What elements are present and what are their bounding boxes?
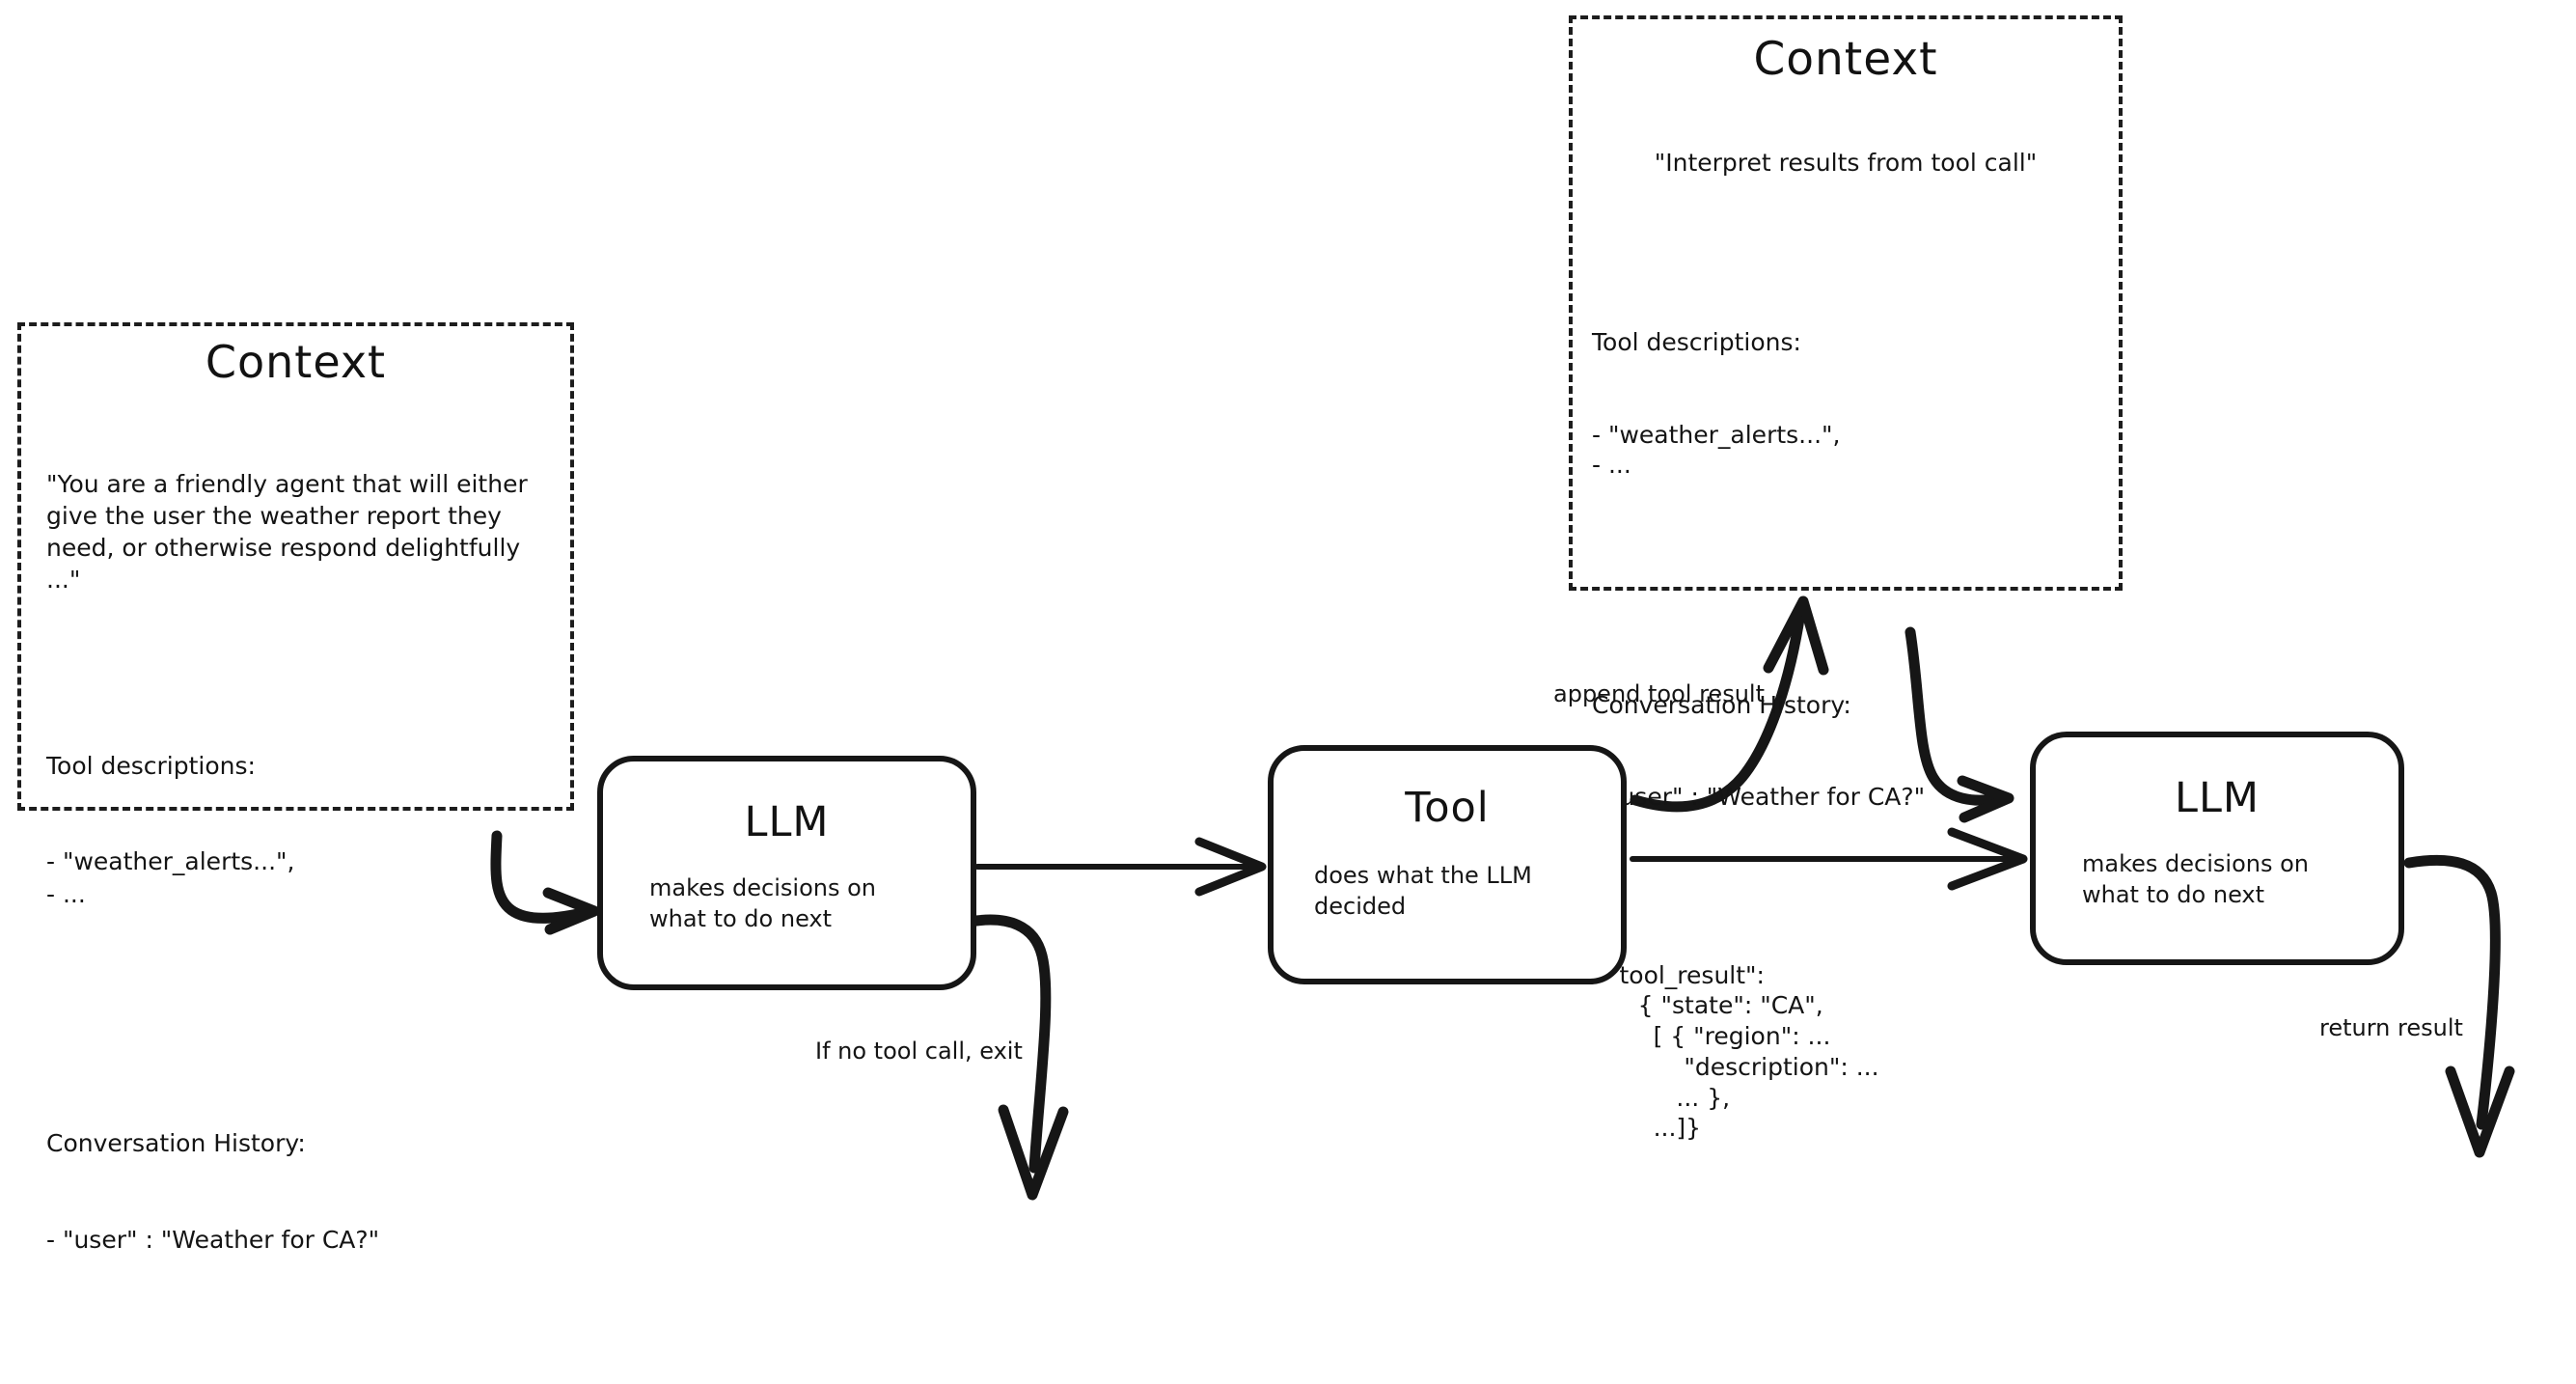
edge-label-return-result: return result bbox=[2319, 1014, 2463, 1041]
context-left-title: Context bbox=[205, 336, 387, 388]
node-llm-2[interactable]: LLM makes decisions on what to do next bbox=[2030, 732, 2404, 965]
node-llm-2-subtitle: makes decisions on what to do next bbox=[2082, 850, 2309, 908]
context-left-system-prompt: "You are a friendly agent that will eith… bbox=[46, 469, 535, 595]
context-right-conversation: Conversation History: - "user" : "Weathe… bbox=[1592, 628, 2099, 873]
diagram-canvas: .ink { fill: none; stroke: #161616; stro… bbox=[17, 15, 2515, 1254]
node-tool-title: Tool bbox=[1405, 784, 1490, 832]
edge-label-if-no-tool-call-exit: If no tool call, exit bbox=[815, 1038, 1023, 1065]
context-right-tool-descriptions: Tool descriptions: - "weather_alerts..."… bbox=[1592, 266, 2099, 542]
context-right-conversation-heading: Conversation History: bbox=[1592, 690, 1851, 719]
context-box-left: Context "You are a friendly agent that w… bbox=[17, 322, 574, 1254]
arrow-llm2-return bbox=[2403, 854, 2515, 1158]
context-left-conversation: Conversation History: - "user" : "Weathe… bbox=[46, 1064, 545, 1320]
node-llm-1[interactable]: LLM makes decisions on what to do next bbox=[597, 756, 976, 990]
context-left-body: "You are a friendly agent that will eith… bbox=[21, 388, 570, 1384]
context-right-title: Context bbox=[1753, 33, 1938, 86]
context-right-body: "Interpret results from tool call" Tool … bbox=[1573, 86, 2119, 1205]
context-right-tool-descriptions-items: - "weather_alerts...", - ... bbox=[1592, 420, 1841, 480]
edge-label-append-tool-result: append tool result bbox=[1553, 680, 1765, 707]
context-right-tool-descriptions-heading: Tool descriptions: bbox=[1592, 328, 1801, 357]
node-llm-2-title: LLM bbox=[2174, 774, 2260, 822]
context-left-tool-descriptions: Tool descriptions: - "weather_alerts..."… bbox=[46, 685, 545, 974]
context-left-tool-descriptions-heading: Tool descriptions: bbox=[46, 751, 256, 780]
node-llm-1-subtitle: makes decisions on what to do next bbox=[649, 874, 876, 932]
context-left-tool-descriptions-items: - "weather_alerts...", - ... bbox=[46, 847, 295, 908]
node-tool[interactable]: Tool does what the LLM decided bbox=[1268, 745, 1627, 984]
arrow-llm1-to-tool bbox=[974, 837, 1267, 897]
context-box-right: Context "Interpret results from tool cal… bbox=[1569, 15, 2123, 1142]
context-left-conversation-items: - "user" : "Weather for CA?" bbox=[46, 1226, 380, 1254]
context-right-conversation-user: - "user" : "Weather for CA?" bbox=[1592, 782, 1926, 811]
node-tool-subtitle: does what the LLM decided bbox=[1314, 862, 1532, 920]
node-llm-1-title: LLM bbox=[744, 798, 830, 846]
context-right-tool-result: - "tool_result": { "state": "CA", [ { "r… bbox=[1592, 960, 1879, 1143]
context-right-system-prompt: "Interpret results from tool call" bbox=[1654, 148, 2038, 177]
context-left-conversation-heading: Conversation History: bbox=[46, 1129, 306, 1158]
